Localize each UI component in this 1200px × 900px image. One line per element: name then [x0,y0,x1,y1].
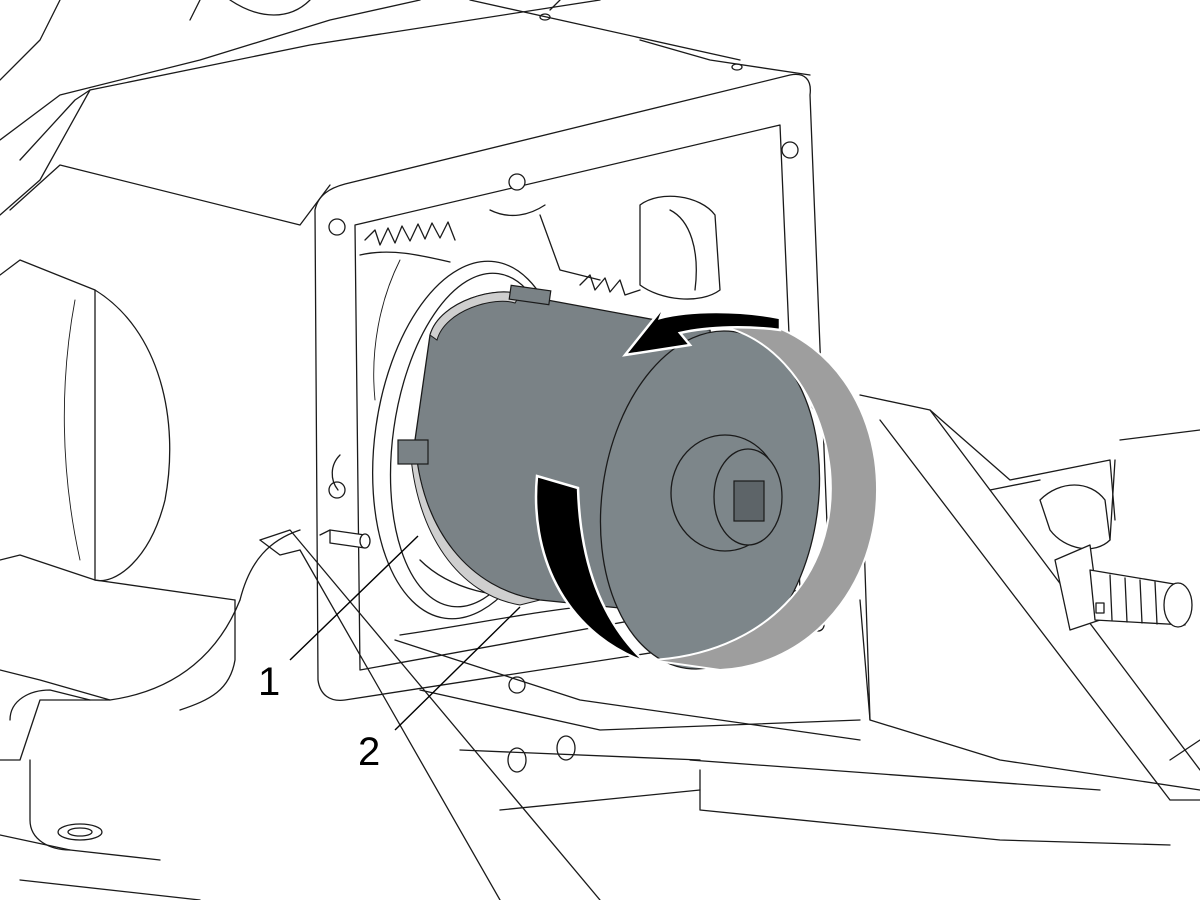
rotation-arrow-top [622,304,782,357]
socket-tool [397,284,821,670]
lower-frame [259,529,871,900]
callout-1: 1 [258,535,419,704]
rotation-arrow-front [534,474,646,664]
outer-arrow-gray [649,315,878,672]
rotation-arrows [534,304,878,672]
right-bracket [689,394,1200,846]
callout-label-1: 1 [258,660,280,704]
callout-label-2: 2 [358,730,380,774]
hose-fitting [1039,484,1193,631]
callout-2: 2 [358,606,521,774]
gear-assembly [359,195,721,401]
machine-housing [0,0,811,900]
